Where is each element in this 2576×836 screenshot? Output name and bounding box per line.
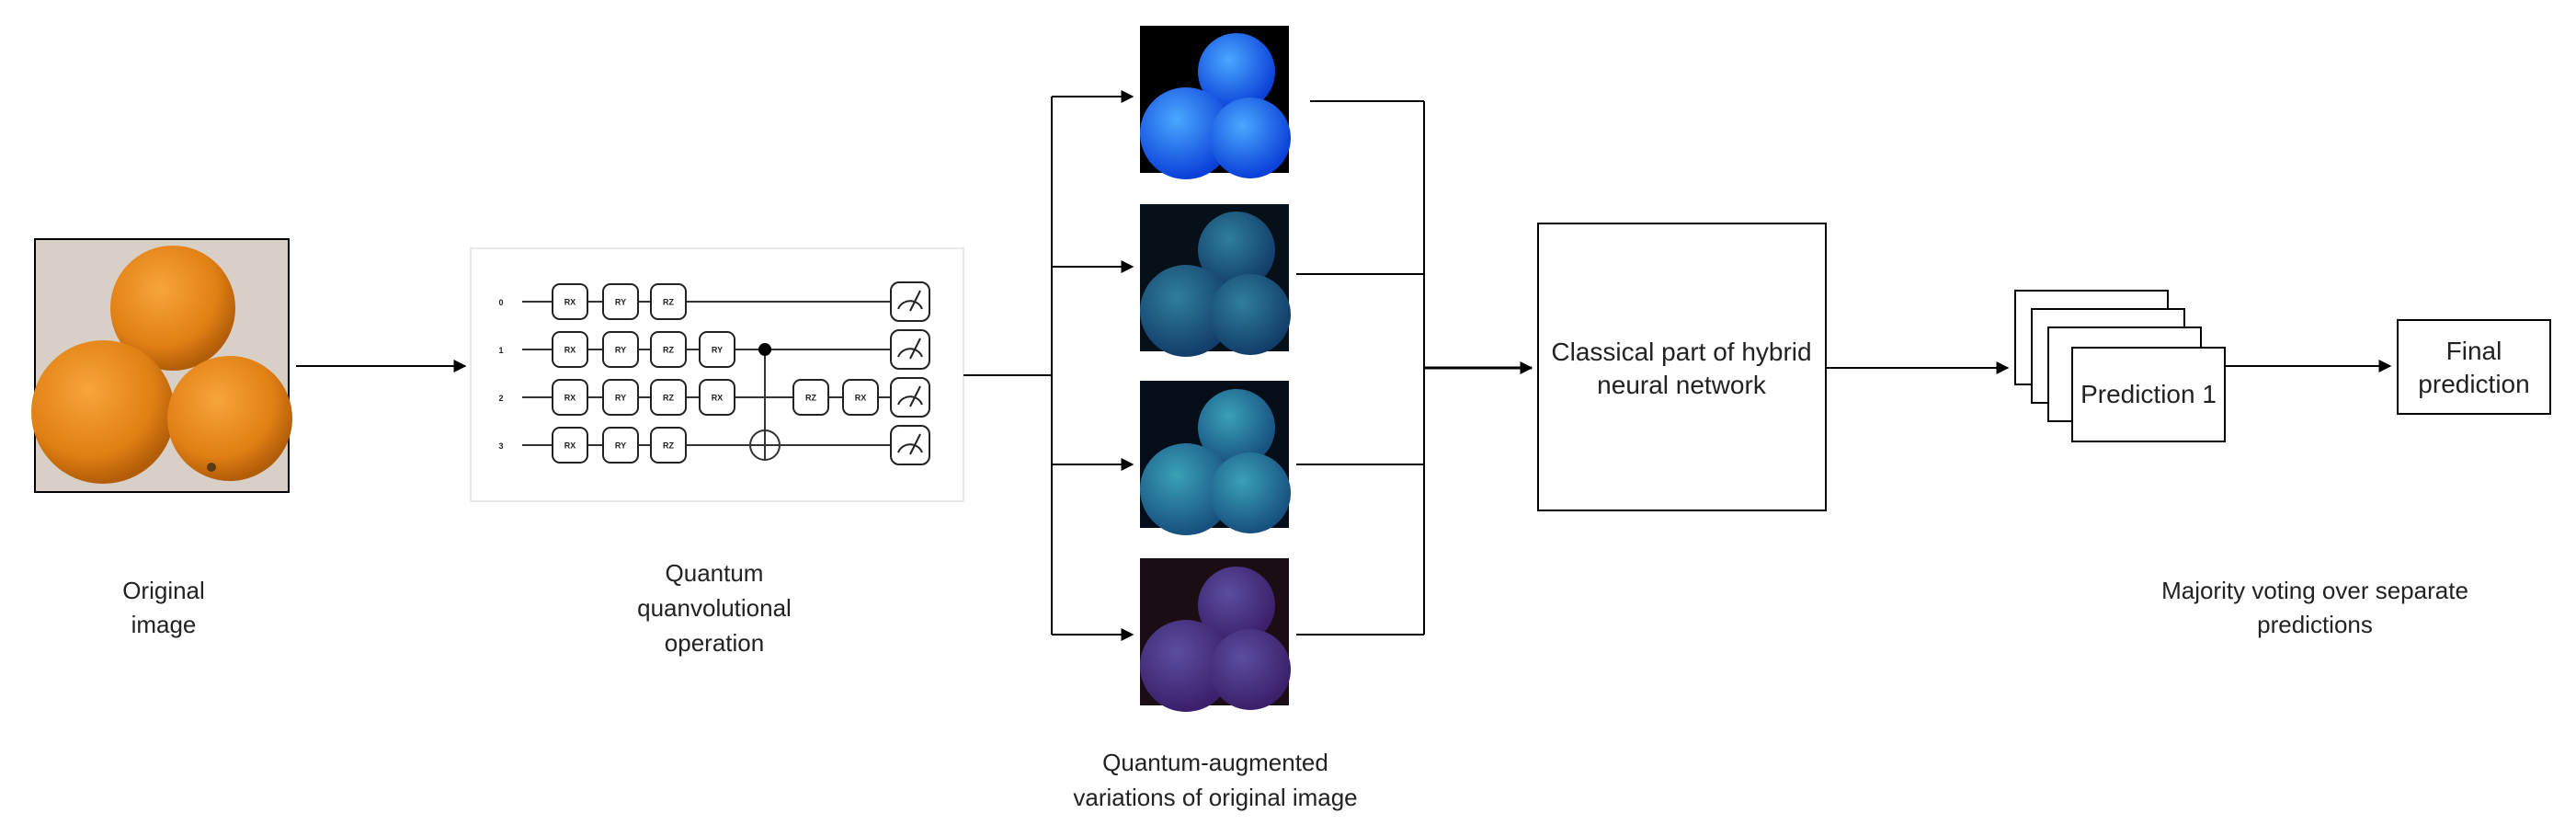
prediction-label: Prediction 1 (2080, 380, 2217, 408)
caption-original-line-1: Original (122, 577, 205, 604)
gate-label: RY (712, 346, 723, 355)
gate-box (552, 427, 588, 464)
caption-original: Original image (122, 577, 205, 638)
gate-box (602, 331, 639, 368)
prediction-stack (2014, 290, 2226, 442)
caption-voting-line-2: predictions (2257, 611, 2373, 638)
caption-quantum: Quantum quanvolutional operation (637, 559, 792, 657)
gate-box (602, 379, 639, 416)
caption-augmented-line-2: variations of original image (1073, 784, 1357, 811)
gate-box (552, 331, 588, 368)
final-box-line-2: prediction (2418, 370, 2529, 398)
gate-box (650, 427, 687, 464)
gate-label: RX (564, 394, 576, 403)
meter-icon (897, 348, 923, 358)
meter-icon (897, 395, 923, 406)
meter-needle (909, 433, 921, 455)
wire-label: 0 (498, 298, 503, 307)
split-connectors (963, 90, 1134, 641)
caption-original-line-2: image (131, 611, 197, 638)
wire-label: 2 (498, 394, 503, 403)
variant-image-2 (1140, 204, 1291, 357)
caption-quantum-line-3: operation (665, 629, 764, 657)
gate-label: RY (615, 394, 626, 403)
gate-label: RX (855, 394, 867, 403)
classical-box-line-2: neural network (1597, 371, 1767, 399)
gate-label: RX (712, 394, 724, 403)
variant-image-3 (1140, 381, 1291, 535)
gate-label: RY (615, 441, 626, 451)
caption-voting-line-1: Majority voting over separate (2161, 577, 2468, 604)
circuit-drawing: 0 1 2 3 RX RY RZ RX RY RZ RY RX RY RZ RX RZ RX RX RY RZ (498, 281, 930, 465)
gate-label: RX (564, 441, 576, 451)
gate-box (552, 283, 588, 320)
gate-label: RY (615, 346, 626, 355)
caption-voting: Majority voting over separate prediction… (2161, 577, 2468, 638)
gate-box (552, 379, 588, 416)
final-box-line-1: Final (2446, 337, 2502, 365)
gate-box (602, 427, 639, 464)
classical-box-line-1: Classical part of hybrid (1551, 338, 1811, 366)
meter-needle (909, 290, 921, 312)
gate-label: RX (564, 346, 576, 355)
gate-box (699, 379, 735, 416)
gate-label: RY (615, 298, 626, 307)
meter-needle (909, 338, 921, 360)
gate-box (650, 331, 687, 368)
gate-label: RZ (663, 298, 674, 307)
wire-label: 1 (498, 346, 503, 355)
meter-icon (897, 443, 923, 453)
merge-connectors (1296, 100, 1533, 636)
cnot-control (758, 343, 771, 356)
gate-box (699, 331, 735, 368)
gate-box (650, 283, 687, 320)
gate-box (792, 379, 829, 416)
gate-label: RZ (663, 394, 674, 403)
gate-label: RX (564, 298, 576, 307)
variant-image-1 (1140, 26, 1291, 179)
gate-label: RZ (805, 394, 816, 403)
gate-box (650, 379, 687, 416)
caption-augmented-line-1: Quantum-augmented (1102, 749, 1328, 776)
caption-augmented: Quantum-augmented variations of original… (1073, 749, 1357, 811)
gate-box (842, 379, 879, 416)
variant-image-4 (1140, 558, 1291, 712)
wire-label: 3 (498, 441, 503, 451)
meter-icon (897, 300, 923, 310)
gate-label: RZ (663, 346, 674, 355)
gate-label: RZ (663, 441, 674, 451)
classical-network-box: Classical part of hybrid neural network (1537, 223, 1827, 511)
original-image (31, 238, 292, 493)
caption-quantum-line-1: Quantum (666, 559, 764, 587)
gate-box (602, 283, 639, 320)
final-prediction-box: Final prediction (2397, 319, 2551, 415)
meter-needle (909, 385, 921, 407)
caption-quantum-line-2: quanvolutional (637, 594, 792, 622)
quantum-circuit: 0 1 2 3 RX RY RZ RX RY RZ RY RX RY RZ RX RZ RX RX RY RZ (470, 247, 964, 502)
